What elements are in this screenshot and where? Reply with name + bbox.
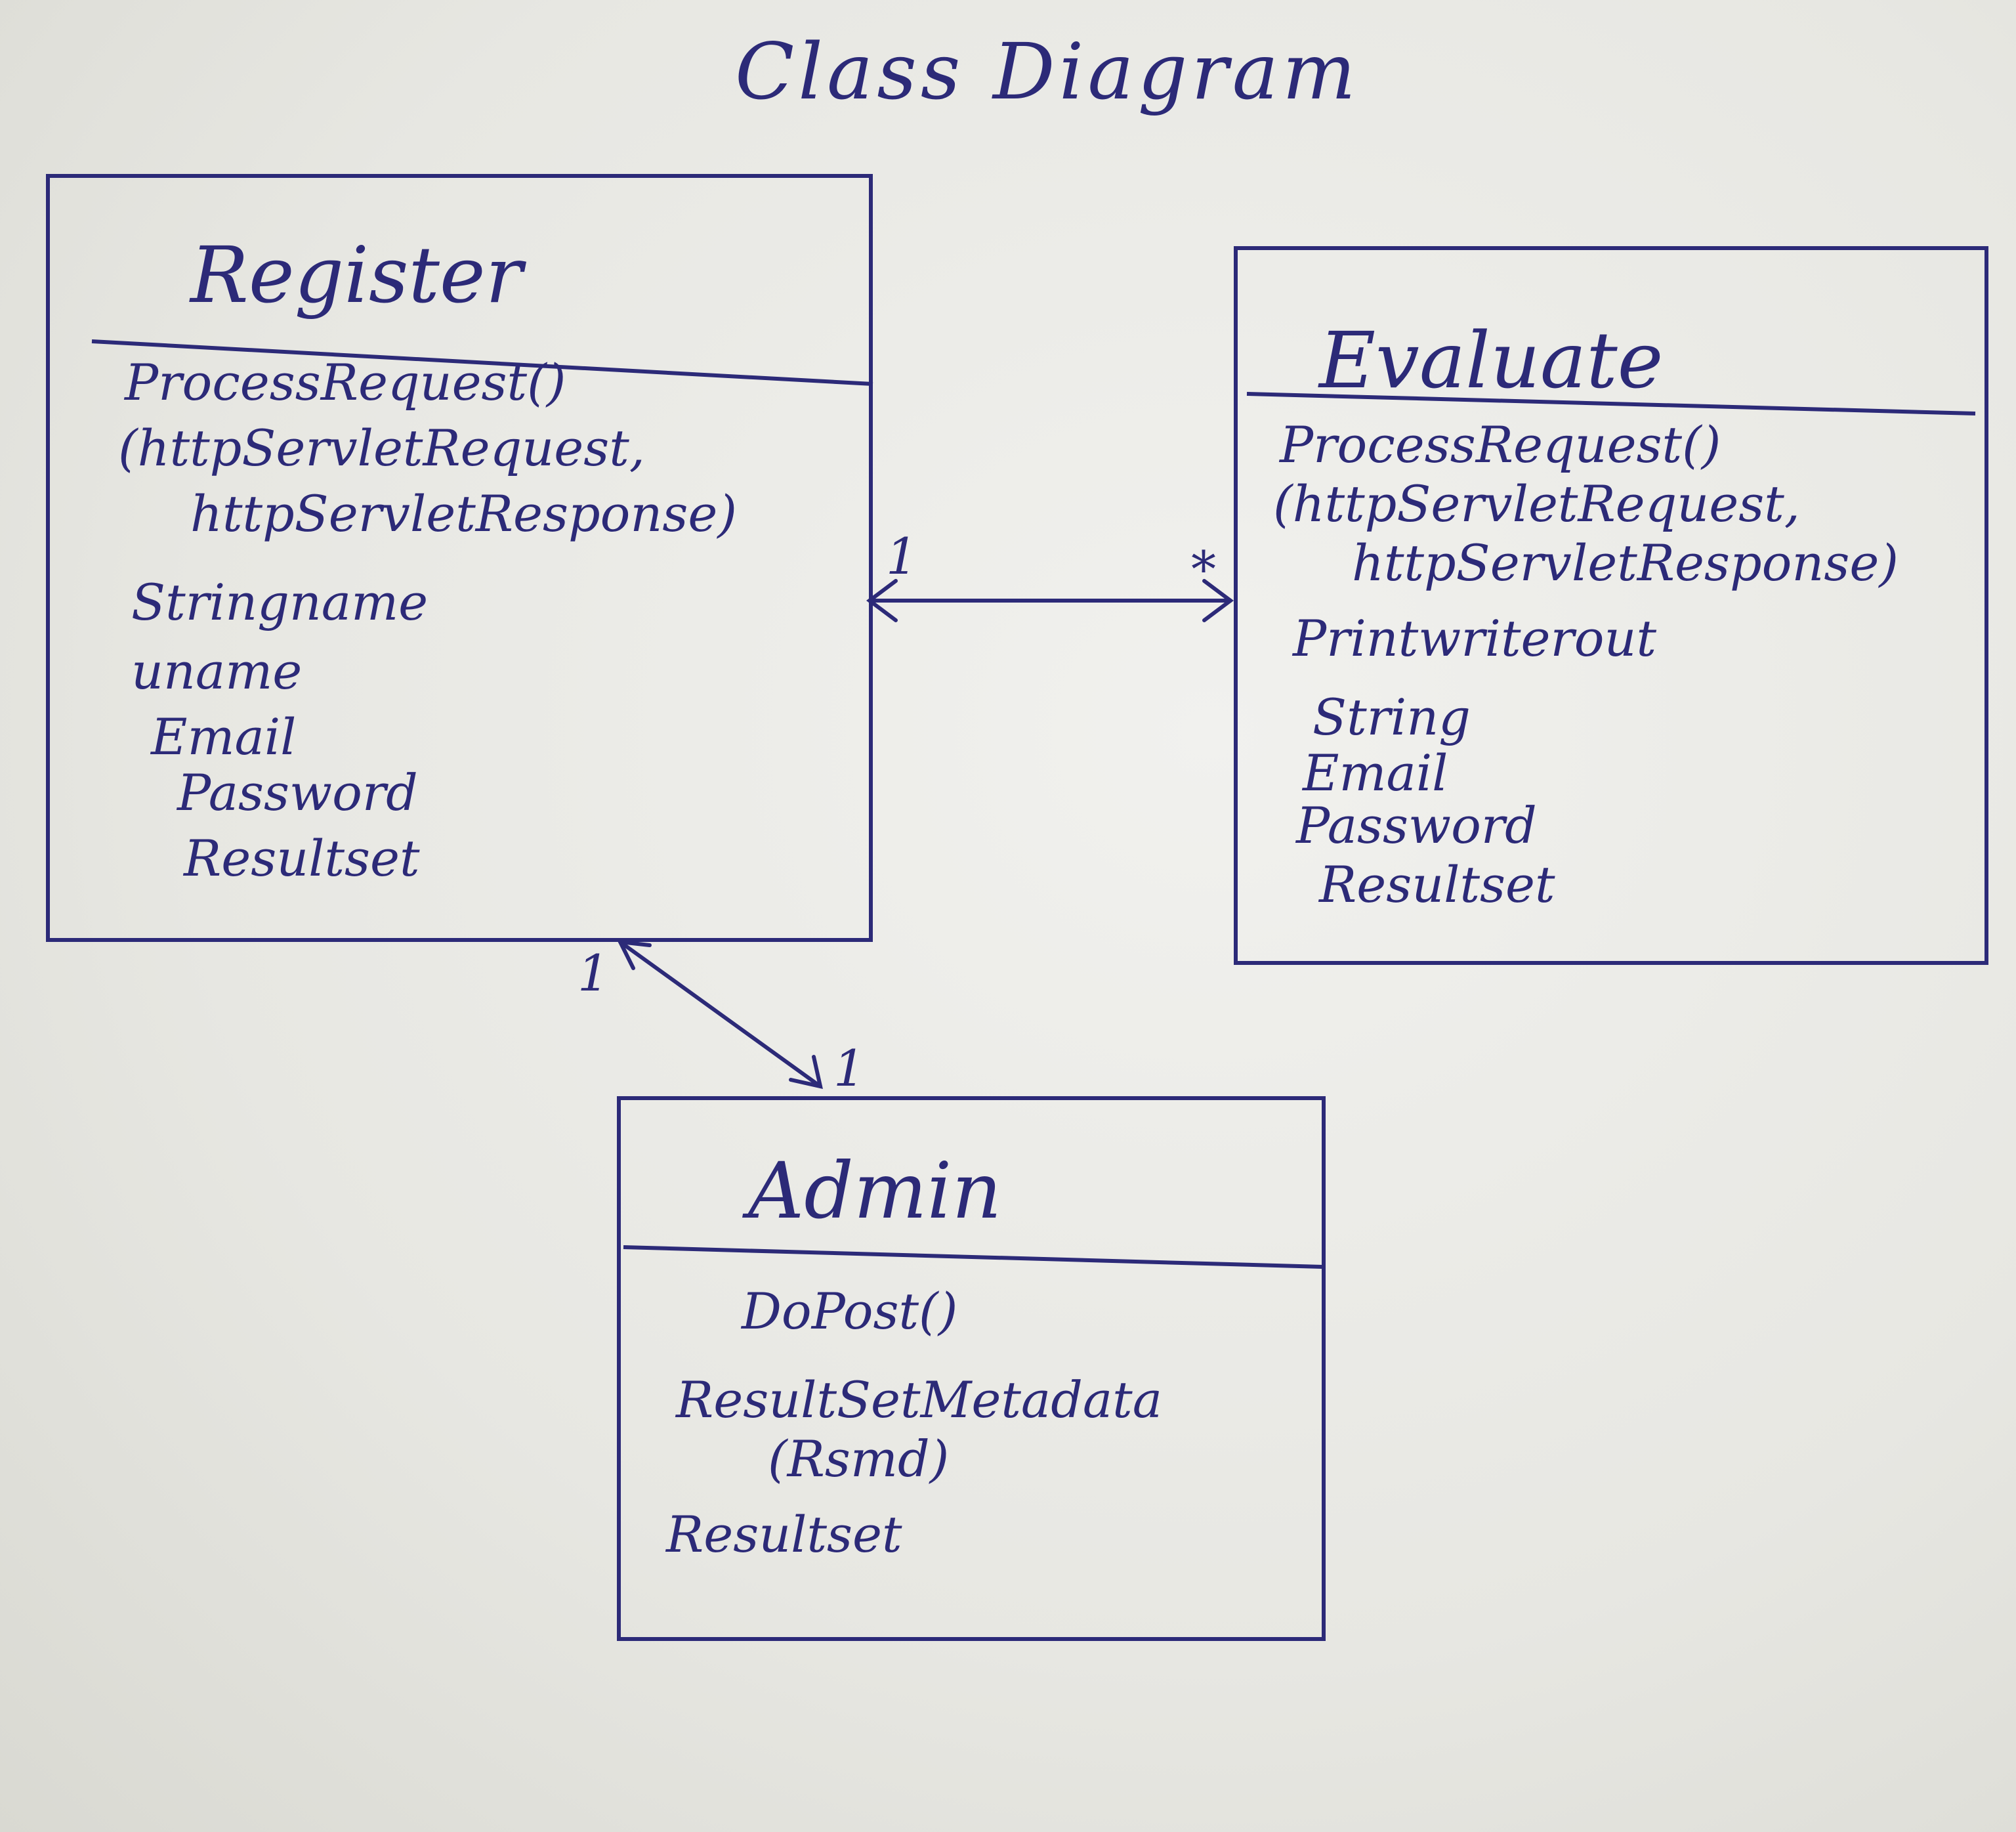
class-evaluate — [1234, 246, 1988, 965]
arrowhead-admin-side — [789, 1055, 823, 1089]
multiplicity-register-evaluate-from: 1 — [886, 527, 918, 586]
evaluate-divider — [1246, 392, 1976, 415]
diagram-title: Class Diagram — [735, 26, 1360, 117]
admin-divider — [623, 1245, 1323, 1269]
evaluate-member-4: String — [1312, 688, 1471, 746]
evaluate-member-0: ProcessRequest() — [1280, 415, 1721, 474]
evaluate-member-2: httpServletResponse) — [1352, 534, 1899, 592]
evaluate-member-7: Resultset — [1319, 855, 1555, 914]
class-name-admin: Admin — [748, 1145, 1002, 1236]
register-member-4: uname — [131, 642, 303, 700]
multiplicity-register-admin-from: 1 — [578, 944, 610, 1002]
admin-member-3: Resultset — [666, 1505, 902, 1564]
admin-member-2: (Rsmd) — [768, 1430, 950, 1488]
register-member-5: Email — [151, 708, 297, 766]
arrowhead-evaluate-side — [1202, 579, 1234, 622]
register-member-6: Password — [177, 763, 418, 822]
register-member-1: (httpServletRequest, — [118, 419, 645, 477]
register-divider — [91, 339, 873, 386]
class-name-register: Register — [190, 230, 523, 320]
multiplicity-register-admin-to: 1 — [833, 1039, 866, 1097]
multiplicity-register-evaluate-to: * — [1191, 540, 1216, 599]
admin-member-1: ResultSetMetadata — [676, 1371, 1163, 1429]
evaluate-member-5: Email — [1303, 744, 1448, 802]
register-member-3: Stringname — [131, 573, 429, 631]
register-member-0: ProcessRequest() — [125, 353, 566, 412]
class-admin — [617, 1096, 1326, 1641]
register-member-2: httpServletResponse) — [190, 484, 737, 543]
arrowhead-register-top — [616, 939, 652, 970]
evaluate-member-3: Printwriterout — [1293, 609, 1657, 668]
register-member-7: Resultset — [184, 829, 420, 887]
class-register — [46, 174, 873, 942]
evaluate-member-1: (httpServletRequest, — [1273, 475, 1800, 533]
association-register-admin — [618, 940, 822, 1088]
class-name-evaluate: Evaluate — [1319, 315, 1664, 406]
evaluate-member-6: Password — [1296, 796, 1537, 855]
admin-member-0: DoPost() — [742, 1282, 958, 1340]
arrowhead-register-side — [866, 579, 898, 622]
